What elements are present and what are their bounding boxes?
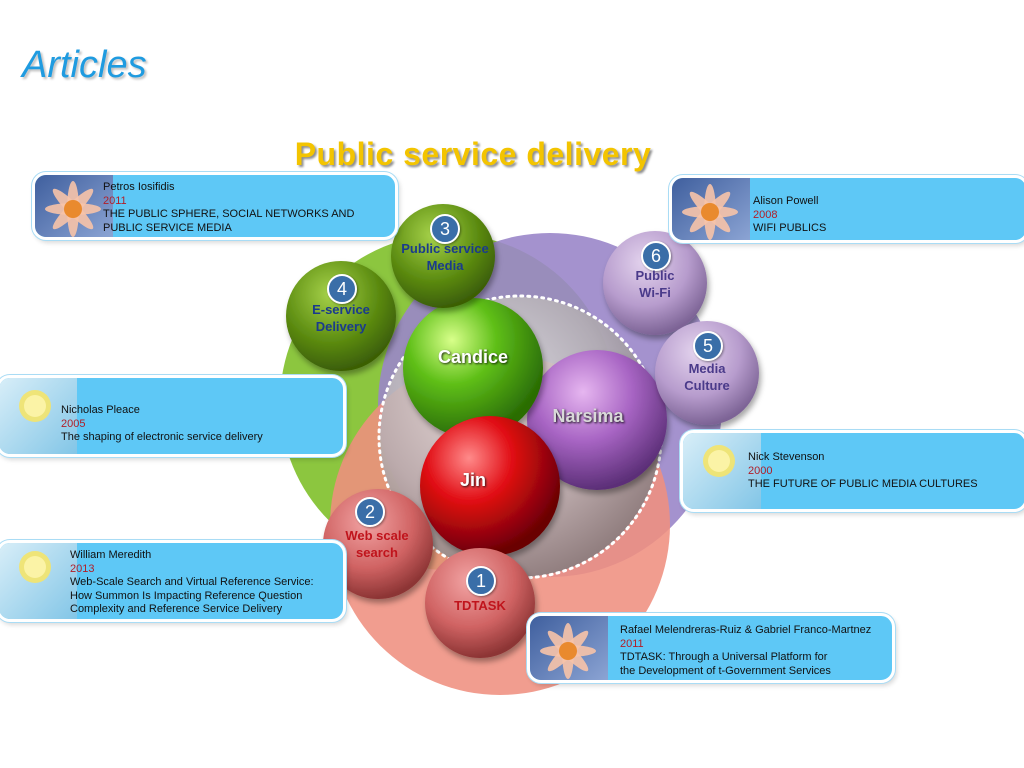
article-title-line: Web-Scale Search and Virtual Reference S…	[70, 576, 314, 588]
node-1-label: TDTASK	[420, 597, 540, 614]
node-2-label-line: Web scale	[345, 528, 409, 543]
node-4-label-line: Delivery	[315, 319, 367, 334]
narsima-label: Narsima	[552, 406, 624, 426]
article-title-line: WIFI PUBLICS	[753, 222, 827, 234]
node-1-label-line: TDTASK	[454, 598, 506, 613]
node-2-label-line: search	[356, 545, 398, 560]
node-2-label: Web scale search	[317, 527, 437, 561]
article-year: 2011	[620, 637, 644, 650]
article-title-line: Complexity and Reference Service Deliver…	[70, 603, 283, 615]
flower-icon	[672, 178, 750, 240]
article-author: Petros Iosifidis	[103, 181, 175, 193]
article-year: 2011	[103, 194, 127, 207]
node-1-circle	[425, 548, 535, 658]
node-2-badge: 2	[355, 497, 385, 527]
article-author: Alison Powell	[753, 195, 819, 207]
article-author: William Meredith	[70, 549, 152, 561]
node-6-label-line: Wi-Fi	[639, 285, 671, 300]
article-title-line: PUBLIC SERVICE MEDIA	[103, 221, 232, 234]
lemon-glass-icon	[683, 433, 761, 509]
article-title-line: THE FUTURE OF PUBLIC MEDIA CULTURES	[748, 478, 978, 490]
article-card-stevenson: Nick Stevenson 2000 THE FUTURE OF PUBLIC…	[680, 430, 1024, 512]
node-1-badge: 1	[466, 566, 496, 596]
node-5-label-line: Media	[688, 361, 726, 376]
diagram-title: Public service delivery	[294, 136, 652, 172]
article-card-powell: Alison Powell 2008 WIFI PUBLICS	[669, 175, 1024, 243]
article-year: 2008	[753, 208, 778, 221]
flower-icon	[35, 175, 113, 237]
flower-icon	[530, 616, 608, 680]
candice-ball	[403, 298, 543, 438]
slide-title: Articles	[22, 44, 147, 86]
narsima-ball	[527, 350, 667, 490]
node-3-label-line: Media	[426, 258, 464, 273]
node-4-label: E-service Delivery	[281, 301, 401, 335]
node-6-circle	[603, 231, 707, 335]
article-year: 2000	[748, 464, 773, 477]
node-6-label: Public Wi-Fi	[595, 267, 715, 301]
node-2-circle	[323, 489, 433, 599]
jin-label: Jin	[459, 470, 486, 490]
lemon-glass-icon	[0, 543, 77, 619]
article-title-line: The shaping of electronic service delive…	[61, 431, 263, 443]
node-6-badge: 6	[641, 241, 671, 271]
node-3-label-line: Public service	[401, 241, 489, 256]
node-5-label-line: Culture	[684, 378, 730, 393]
article-card-melendreras: Rafael Melendreras-Ruiz & Gabriel Franco…	[527, 613, 895, 683]
node-4-label-line: E-service	[312, 302, 370, 317]
node-4-circle	[286, 261, 396, 371]
node-5-badge: 5	[693, 331, 723, 361]
node-3-label: Public service Media	[385, 240, 505, 274]
article-author: Nick Stevenson	[748, 451, 825, 463]
article-title-line: THE PUBLIC SPHERE, SOCIAL NETWORKS AND	[103, 208, 355, 220]
node-3-circle	[391, 204, 495, 308]
article-author: Nicholas Pleace	[61, 404, 140, 416]
candice-label: Candice	[437, 347, 509, 367]
node-3-badge: 3	[430, 214, 460, 244]
article-title-line: the Development of t-Government Services	[620, 664, 831, 677]
article-title-line: TDTASK: Through a Universal Platform for	[620, 651, 828, 663]
article-year: 2005	[61, 417, 86, 430]
jin-ball	[420, 416, 560, 556]
article-author: Rafael Melendreras-Ruiz & Gabriel Franco…	[620, 624, 872, 636]
article-year: 2013	[70, 562, 95, 575]
node-5-label: Media Culture	[647, 360, 767, 394]
article-card-pleace: Nicholas Pleace 2005 The shaping of elec…	[0, 375, 346, 457]
article-title-line: How Summon Is Impacting Reference Questi…	[70, 589, 303, 602]
node-4-badge: 4	[327, 274, 357, 304]
lemon-glass-icon	[0, 378, 77, 454]
article-card-iosifidis: Petros Iosifidis 2011 THE PUBLIC SPHERE,…	[32, 172, 398, 240]
article-card-meredith: William Meredith 2013 Web-Scale Search a…	[0, 540, 346, 622]
node-5-circle	[655, 321, 759, 425]
node-6-label-line: Public	[635, 268, 675, 283]
